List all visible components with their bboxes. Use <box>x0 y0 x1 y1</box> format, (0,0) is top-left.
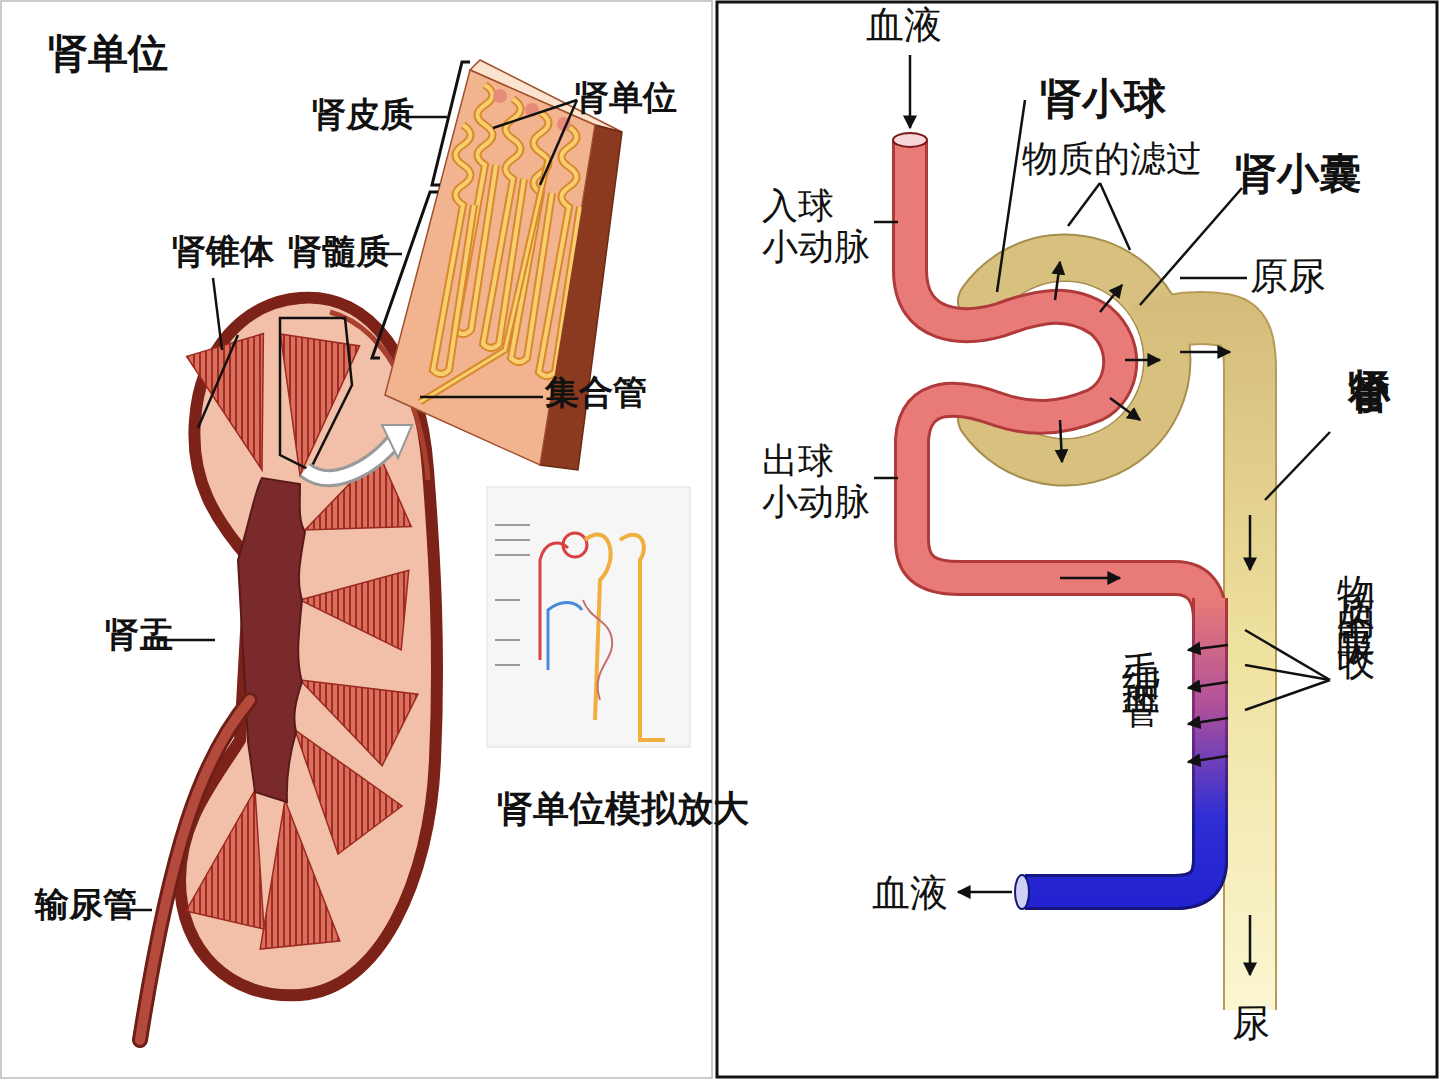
filtration-arrow <box>1125 359 1160 362</box>
leader-line <box>540 100 577 185</box>
leader-line <box>213 278 222 350</box>
inset-tick <box>495 524 530 526</box>
renal-capsule <box>982 258 1167 462</box>
leader-line <box>1245 630 1330 680</box>
flow-arrow <box>1180 351 1230 354</box>
inset-tick <box>495 554 530 556</box>
inset-glomerulus <box>563 533 587 557</box>
part-label: 肾小球 <box>1040 75 1166 123</box>
part-label: 输尿管 <box>35 885 137 924</box>
panel-frame <box>717 2 1437 1077</box>
bracket-line <box>432 62 470 185</box>
inset-tick <box>495 639 520 641</box>
bracket-line <box>372 192 438 358</box>
leader-line <box>1180 277 1247 280</box>
part-label: 肾小管 <box>1345 335 1393 341</box>
leader-line <box>1068 183 1100 226</box>
magnify-arrow <box>305 440 395 478</box>
capillary <box>1025 598 1210 892</box>
inset-tick <box>495 539 530 541</box>
tubule-section <box>493 89 507 103</box>
part-label: 肾皮质 <box>312 95 414 134</box>
leader-line <box>1100 183 1130 250</box>
part-label: 出球 小动脉 <box>762 440 876 523</box>
inset-vessel <box>548 603 582 671</box>
renal-capsule <box>982 258 1167 462</box>
part-label: 肾小囊 <box>1235 150 1361 198</box>
inset-tubule <box>585 535 665 740</box>
renal-pyramids <box>186 334 418 950</box>
part-label: 肾髓质 <box>288 232 390 271</box>
flow-arrow <box>958 891 1012 894</box>
kidney-outline <box>180 298 437 996</box>
inset-image <box>487 487 690 747</box>
renal-pelvis <box>238 478 305 802</box>
reabsorption-arrow <box>1188 756 1228 762</box>
reabsorption-arrow <box>1188 718 1228 724</box>
panel-frame <box>1 1 712 1078</box>
part-label: 毛细血管 <box>1118 620 1162 676</box>
part-label: 原尿 <box>1250 255 1326 299</box>
part-label: 集合管 <box>545 373 647 412</box>
part-label: 肾锥体 <box>172 232 274 271</box>
capillary <box>1025 598 1210 892</box>
renal-pyramid <box>295 730 402 854</box>
part-label: 物质的重吸收 <box>1333 545 1377 629</box>
part-label: 血液 <box>872 872 948 916</box>
reabsorption-arrow <box>1188 645 1228 650</box>
part-label: 尿 <box>1232 1002 1270 1046</box>
blood-vessel <box>910 140 1210 892</box>
inset-schematic <box>495 525 665 740</box>
filtration-arrow <box>1100 285 1122 312</box>
nephron-tubule <box>433 125 474 374</box>
flow-arrows <box>910 55 1250 975</box>
bracket-line <box>280 318 352 470</box>
ureter <box>140 700 250 1040</box>
inset-tick <box>495 664 520 666</box>
leader-line <box>874 221 898 224</box>
magnify-arrow <box>382 425 412 458</box>
leader-line <box>1245 665 1330 680</box>
filtration-arrow <box>1055 262 1060 300</box>
leader-line <box>874 477 898 480</box>
flow-arrow <box>1249 515 1252 570</box>
part-label: 入球 小动脉 <box>762 185 876 268</box>
leader-line <box>1245 680 1330 710</box>
flow-arrow <box>1060 577 1120 580</box>
leader-line <box>997 100 1025 292</box>
part-label: 肾盂 <box>105 615 173 654</box>
renal-pyramid <box>300 570 409 650</box>
renal-pyramid <box>260 800 340 949</box>
inset-tick <box>495 599 520 601</box>
collecting-duct <box>420 160 548 402</box>
blood-vessel <box>910 140 1210 892</box>
leader-line <box>1140 188 1242 305</box>
part-label: 肾单位 <box>575 78 677 117</box>
leader-line <box>1265 432 1330 500</box>
part-label: 物质的滤过 <box>1022 138 1202 179</box>
leader-line <box>420 396 543 399</box>
bracket-line <box>198 335 238 428</box>
part-label: 血液 <box>866 4 942 48</box>
filtration-arrow <box>1060 420 1062 462</box>
diagram-title: 肾单位 <box>48 30 168 76</box>
ureter <box>140 700 250 1040</box>
renal-pyramid <box>187 334 264 470</box>
part-label: 肾单位模拟放大 <box>497 788 749 829</box>
flow-arrow <box>909 55 912 128</box>
magnify-arrow <box>305 440 395 478</box>
filtration-arrow <box>1110 398 1140 420</box>
inset-capillary <box>583 600 612 700</box>
collecting-duct <box>420 160 548 402</box>
flow-arrow <box>1249 915 1252 975</box>
reabsorption-arrow <box>1188 682 1228 688</box>
vessel-end <box>893 133 927 147</box>
leader-line <box>493 100 577 128</box>
vessel-end <box>1015 875 1029 909</box>
